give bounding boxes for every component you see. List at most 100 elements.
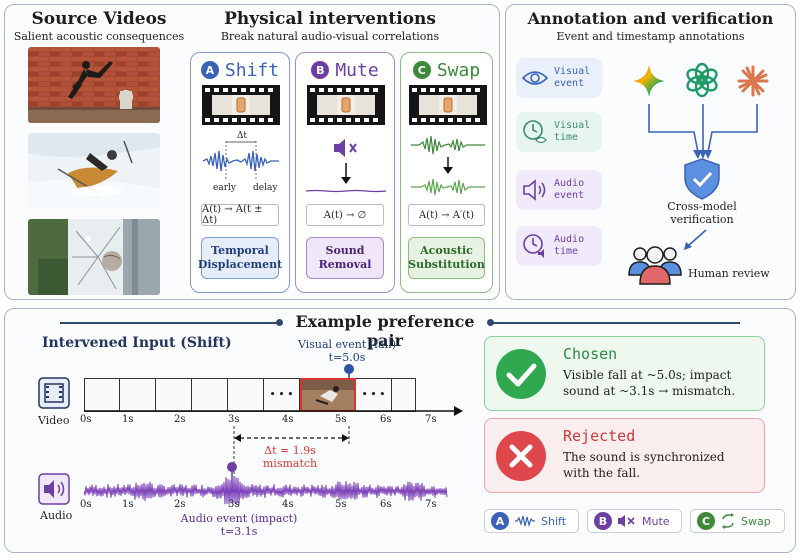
video-tick: 4s <box>282 414 294 425</box>
rejected-title: Rejected <box>563 427 636 445</box>
video-frame <box>120 378 156 412</box>
audio-tick: 1s <box>122 499 134 510</box>
eye-icon <box>522 71 548 85</box>
source-videos-subtitle: Salient acoustic consequences <box>13 30 185 43</box>
waveform-icon <box>515 515 535 527</box>
title-rule-left <box>60 322 280 324</box>
swap-formula: A(t) → A′(t) <box>408 204 485 226</box>
mute-speaker-icon <box>334 139 357 157</box>
video-tick: 0s <box>80 414 92 425</box>
gemini-logo-icon <box>633 65 665 97</box>
film-strip-icon <box>307 85 385 125</box>
converging-arrows <box>648 104 758 159</box>
delta-t-indicator <box>233 426 350 492</box>
interventions-subtitle: Break natural audio-visual correlations <box>220 30 440 43</box>
video-tick: 7s <box>425 414 437 425</box>
title-rule-left-dot <box>276 319 283 326</box>
legend-mute: B Mute <box>587 509 682 533</box>
audio-tick: 2s <box>174 499 186 510</box>
event-frame <box>300 378 356 412</box>
shift-card-title: A Shift <box>191 59 289 81</box>
source-videos-title: Source Videos <box>31 9 167 29</box>
interventions-title: Physical interventions <box>224 9 436 29</box>
video-icon <box>38 377 70 409</box>
video-tick: 6s <box>380 414 392 425</box>
mute-label: Mute <box>335 59 379 81</box>
video-tick: 5s <box>335 414 347 425</box>
rejected-card: Rejected The sound is synchronized with … <box>484 418 765 493</box>
mute-card-title: B Mute <box>296 59 394 81</box>
shift-early-label: early <box>213 183 236 193</box>
audio-tick: 0s <box>80 499 92 510</box>
video-frame: • • • <box>356 378 392 412</box>
audio-tick: 3s <box>228 499 240 510</box>
flat-waveform-icon <box>306 189 386 193</box>
mute-formula: A(t) → ∅ <box>306 204 384 226</box>
source-video-thumbnail-window <box>28 219 160 295</box>
speaker-icon <box>523 179 546 201</box>
shift-badge: A <box>200 61 219 79</box>
title-rule-right <box>490 322 740 324</box>
audio-tick: 6s <box>380 499 392 510</box>
visual-event-label: Visual event (fall)t=5.0s <box>297 338 397 364</box>
audio-tick: 7s <box>425 499 437 510</box>
chosen-card: Chosen Visible fall at ~5.0s; impact sou… <box>484 336 765 411</box>
audio-waveform <box>84 477 448 505</box>
film-strip-icon <box>409 85 487 125</box>
mute-icon <box>618 515 635 527</box>
claude-logo-icon <box>737 65 769 97</box>
shift-card: A Shift Δt early delay A(t) → A(t ± Δt) … <box>190 52 290 293</box>
legend-shift-label: Shift <box>541 514 567 528</box>
audio-tick: 5s <box>335 499 347 510</box>
video-frame <box>84 378 120 412</box>
down-arrow-icon <box>341 163 351 184</box>
source-video-thumbnail-skater <box>28 47 160 123</box>
people-icon <box>628 246 682 285</box>
clock-speaker-icon <box>523 234 544 258</box>
legend-shift-badge: A <box>491 512 509 530</box>
intervened-input-title: Intervened Input (Shift) <box>42 335 232 351</box>
audio-speaker-icon <box>38 473 70 505</box>
clock-eye-icon <box>523 120 547 144</box>
video-frame: • • • <box>264 378 300 412</box>
mute-badge: B <box>311 61 330 79</box>
shift-waveform-icon <box>202 141 279 179</box>
video-label: Video <box>38 414 70 427</box>
check-circle-icon <box>496 349 546 399</box>
video-tick: 1s <box>122 414 134 425</box>
video-tick: 3s <box>228 414 240 425</box>
audio-tick: 4s <box>282 499 294 510</box>
swap-waveform-top-icon <box>411 135 485 155</box>
chosen-text: Visible fall at ~5.0s; impact sound at ~… <box>563 368 736 398</box>
audio-event-label: Audio event (impact)t=3.1s <box>180 512 298 538</box>
human-review-label: Human review <box>688 267 770 280</box>
annotation-title: Annotation and verification <box>527 9 774 28</box>
x-circle-icon <box>496 431 546 481</box>
video-tick: 2s <box>174 414 186 425</box>
review-arrow <box>684 229 707 250</box>
legend-mute-label: Mute <box>642 514 670 528</box>
swap-label: Swap <box>436 59 481 81</box>
video-timeline-frames: • • • • • • <box>84 378 436 412</box>
video-time-axis <box>84 406 463 416</box>
legend-swap: C Swap <box>690 509 785 533</box>
example-title: Example preference pair <box>295 312 475 350</box>
shift-label: Shift <box>224 59 280 81</box>
swap-waveform-bottom-icon <box>411 178 485 196</box>
rejected-text: The sound is synchronized with the fall. <box>563 450 725 480</box>
shift-formula: A(t) → A(t ± Δt) <box>201 204 279 226</box>
openai-logo-icon <box>686 62 718 98</box>
shift-dt-label: Δt <box>236 131 248 141</box>
